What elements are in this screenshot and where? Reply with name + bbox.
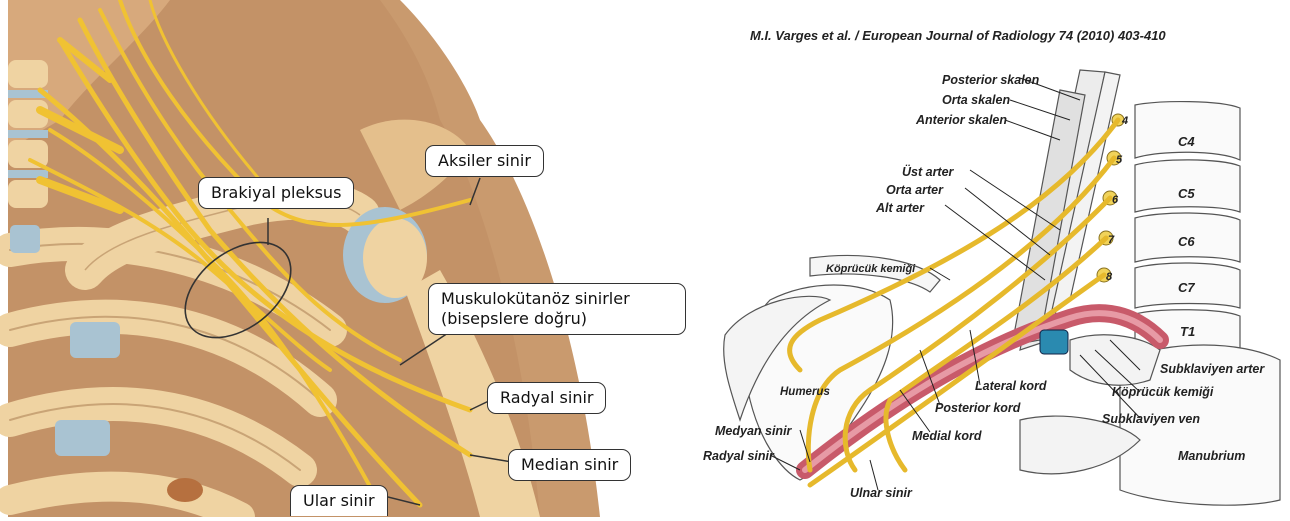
- label-middle-scalene: Orta skalen: [942, 93, 1010, 107]
- label-subclavian-artery: Subklaviyen arter: [1160, 362, 1265, 376]
- label-posterior-cord: Posterior kord: [935, 401, 1021, 415]
- root-number: 6: [1112, 194, 1119, 206]
- callout-musculocutaneous-line1: Muskulokütanöz sinirler: [441, 289, 673, 309]
- vertebra-label: C4: [1178, 134, 1195, 149]
- root-number: 4: [1121, 115, 1128, 127]
- vertebra-label: C5: [1178, 186, 1195, 201]
- callout-radial-nerve: Radyal sinir: [487, 382, 606, 414]
- vertebra-label: T1: [1180, 324, 1195, 339]
- label-ulnar-nerve: Ulnar sinir: [850, 486, 913, 500]
- label-anterior-scalene: Anterior skalen: [915, 113, 1007, 127]
- root-number: 8: [1106, 271, 1113, 283]
- label-median-nerve: Medyan sinir: [715, 424, 793, 438]
- label-middle-trunk: Orta arter: [886, 183, 944, 197]
- label-radial-nerve: Radyal sinir: [703, 449, 775, 463]
- citation: M.I. Varges et al. / European Journal of…: [750, 28, 1166, 43]
- label-posterior-scalene: Posterior skalen: [942, 73, 1040, 87]
- label-manubrium: Manubrium: [1178, 449, 1245, 463]
- callout-median-nerve: Median sinir: [508, 449, 631, 481]
- subclavian-vein: [1040, 330, 1068, 354]
- plexus-line-drawing: C4 C5 C6 C7 T1 4 5 6 7 8: [640, 0, 1290, 517]
- callout-musculocutaneous-line2: (bisepslere doğru): [441, 309, 673, 329]
- label-humerus: Humerus: [780, 386, 830, 398]
- callout-axillary-nerve: Aksiler sinir: [425, 145, 544, 177]
- vertebra-label: C7: [1178, 280, 1195, 295]
- label-lower-trunk: Alt arter: [875, 201, 925, 215]
- shoulder-illustration: [0, 0, 640, 517]
- left-illustration-panel: Aksiler sinir Brakiyal pleksus Muskulokü…: [0, 0, 640, 517]
- spine: [8, 60, 48, 208]
- callout-ulnar-nerve: Ular sinir: [290, 485, 388, 516]
- right-diagram-panel: M.I. Varges et al. / European Journal of…: [640, 0, 1290, 517]
- label-lateral-cord: Lateral kord: [975, 379, 1047, 393]
- label-medial-cord: Medial kord: [912, 429, 982, 443]
- root-number: 5: [1116, 154, 1123, 166]
- label-clavicle-right: Köprücük kemiği: [1112, 385, 1214, 399]
- label-subclavian-vein: Subklaviyen ven: [1102, 412, 1200, 426]
- callout-brachial-plexus: Brakiyal pleksus: [198, 177, 354, 209]
- label-upper-trunk: Üst arter: [902, 164, 955, 179]
- root-number: 7: [1108, 234, 1115, 246]
- vertebra-label: C6: [1178, 234, 1195, 249]
- label-clavicle-top: Köprücük kemiği: [826, 263, 916, 275]
